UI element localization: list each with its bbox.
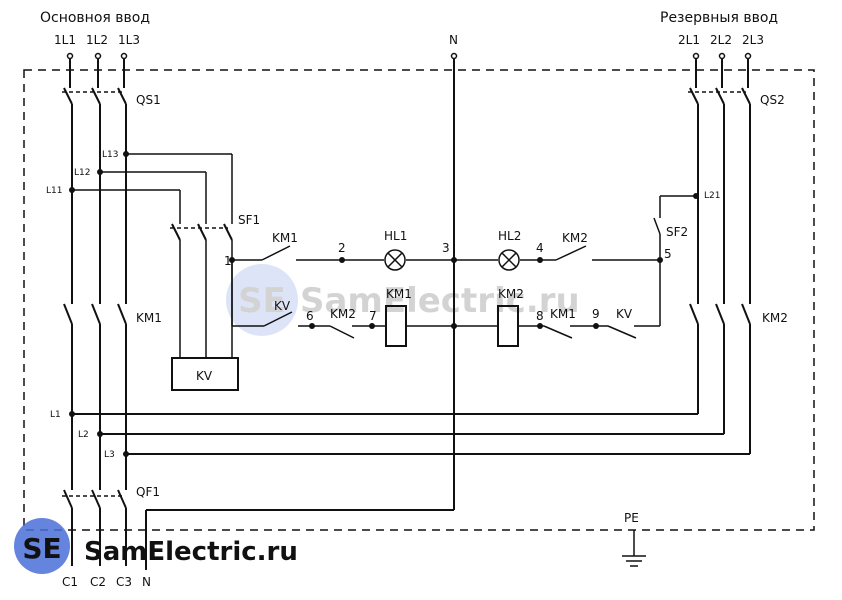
node-7: 7 <box>369 309 377 323</box>
node-4: 4 <box>536 241 544 255</box>
node-6: 6 <box>306 309 314 323</box>
qs1-label: QS1 <box>136 93 161 107</box>
input-2l2: 2L2 <box>710 33 732 47</box>
node-2: 2 <box>338 241 346 255</box>
node-5: 5 <box>664 247 672 261</box>
reserve-phase-wires-lower <box>697 324 751 454</box>
watermark-center: SE SamElectric.ru <box>226 264 580 336</box>
kv-contact-b-label: KV <box>616 307 633 321</box>
sf1-taps <box>69 151 233 224</box>
tap-l12: L12 <box>74 168 90 178</box>
km2-interlock-label: KM2 <box>330 307 356 321</box>
hl2-lamp <box>498 249 520 271</box>
bus-l3: L3 <box>104 450 115 460</box>
node-9: 9 <box>592 307 600 321</box>
km2-contact-label: KM2 <box>562 231 588 245</box>
tap-l13: L13 <box>102 150 118 160</box>
watermark-text-bottom: SamElectric.ru <box>84 537 298 567</box>
control-row-top <box>229 245 663 263</box>
kv-contact-label: KV <box>274 299 291 313</box>
km1-coil <box>385 305 407 347</box>
km1-coil-label: KM1 <box>386 287 412 301</box>
tap-l11: L11 <box>46 186 62 196</box>
pe-ground-icon <box>622 530 646 567</box>
hl1-lamp <box>384 249 406 271</box>
input-2l1: 2L1 <box>678 33 700 47</box>
watermark-logo-center: SE <box>238 281 286 321</box>
qs2-switch <box>688 87 751 105</box>
hl2-label: HL2 <box>498 229 521 243</box>
bus-lines <box>69 411 750 457</box>
node-1: 1 <box>224 254 232 268</box>
sf1-breaker <box>170 223 233 241</box>
pe-label: PE <box>624 511 639 525</box>
qs1-switch <box>62 87 127 105</box>
input-1l3: 1L3 <box>118 33 140 47</box>
km1-power-contacts <box>63 303 127 325</box>
km2-coil <box>497 305 519 347</box>
input-1l1: 1L1 <box>54 33 76 47</box>
reserve-input-wires <box>695 58 749 88</box>
input-n: N <box>449 33 458 47</box>
input-terminals <box>66 52 752 60</box>
bus-l2: L2 <box>78 430 89 440</box>
km2-coil-label: KM2 <box>498 287 524 301</box>
kv-relay-label: KV <box>196 369 213 383</box>
node-3: 3 <box>442 241 450 255</box>
km2-power-label: KM2 <box>762 311 788 325</box>
main-input-header: Основноя ввод <box>40 10 150 26</box>
node-8: 8 <box>536 309 544 323</box>
reserve-phase-wires-upper <box>697 104 751 304</box>
watermark-text-center: SamElectric.ru <box>300 281 580 321</box>
bus-l1: L1 <box>50 410 61 420</box>
qs2-label: QS2 <box>760 93 785 107</box>
sf1-label: SF1 <box>238 213 260 227</box>
km1-interlock-label: KM1 <box>550 307 576 321</box>
input-2l3: 2L3 <box>742 33 764 47</box>
main-phase-wires-upper <box>71 104 127 304</box>
input-1l2: 1L2 <box>86 33 108 47</box>
km1-contact-label: KM1 <box>272 231 298 245</box>
main-input-wires <box>69 58 125 88</box>
tap-l21: L21 <box>704 191 720 201</box>
enclosure-frame <box>23 69 815 531</box>
main-phase-wires-lower <box>71 324 127 490</box>
reserve-input-header: Резервныя ввод <box>660 10 778 26</box>
output-n: N <box>142 575 151 589</box>
sf2-label: SF2 <box>666 225 688 239</box>
qf1-breaker <box>62 489 127 566</box>
watermark-bottom: SE SamElectric.ru <box>14 518 298 574</box>
output-c2: C2 <box>90 575 106 589</box>
hl1-label: HL1 <box>384 229 407 243</box>
qf1-label: QF1 <box>136 485 160 499</box>
watermark-logo-bottom: SE <box>22 532 61 565</box>
km2-power-contacts <box>689 303 751 325</box>
km1-power-label: KM1 <box>136 311 162 325</box>
output-c1: C1 <box>62 575 78 589</box>
kv-relay-box <box>171 357 239 391</box>
output-c3: C3 <box>116 575 132 589</box>
